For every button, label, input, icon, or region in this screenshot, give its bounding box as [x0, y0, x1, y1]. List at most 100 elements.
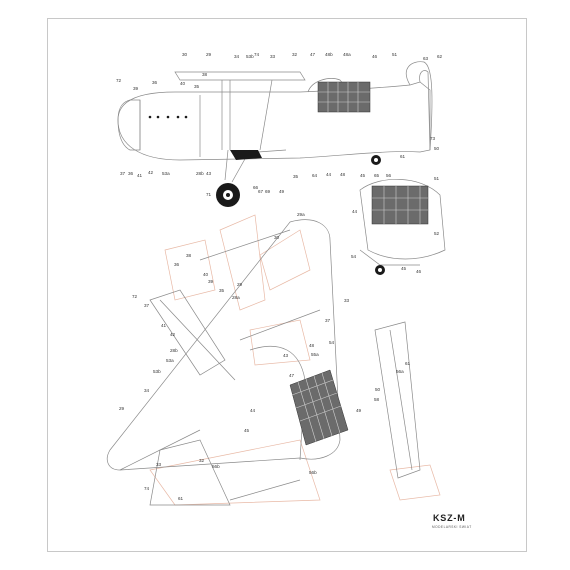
- plan-view-callout: 29: [119, 406, 125, 411]
- plan-view-callout: 30: [274, 235, 280, 240]
- side-view-callout: 36: [128, 171, 134, 176]
- side-view-panel-grid: [317, 81, 371, 113]
- plan-view-callout: 37: [144, 303, 150, 308]
- side-view-callout: 53a: [162, 171, 170, 176]
- side-view-callout: 42: [148, 170, 154, 175]
- side-view-callout: 38: [202, 72, 208, 77]
- detail-wheel: [375, 265, 385, 275]
- brand-logo: KSZ-M MODELARSKI SWIAT: [432, 513, 472, 529]
- side-view-callout: 36: [152, 80, 158, 85]
- side-view-callout: 54: [351, 254, 357, 259]
- plan-view-callout: 58: [374, 397, 380, 402]
- side-view-callout: 37: [120, 171, 126, 176]
- side-view: [117, 61, 433, 183]
- plan-view: [106, 219, 421, 506]
- side-view-callout: 48b: [325, 52, 333, 57]
- side-view-callout: 46: [416, 269, 422, 274]
- side-view-callout: 53b: [246, 54, 254, 59]
- plan-view-callout: 56b: [212, 464, 220, 469]
- side-view-callout: 50: [434, 146, 440, 151]
- side-view-callout: 62: [437, 54, 443, 59]
- side-view-callout: 35: [293, 174, 299, 179]
- plan-view-callout: 41: [161, 323, 167, 328]
- plan-view-callout: 74: [144, 486, 150, 491]
- side-view-callout: 28b: [196, 171, 204, 176]
- side-view-callout: 45: [360, 173, 366, 178]
- plan-view-callout: 50: [375, 387, 381, 392]
- side-view-callout: 71: [206, 192, 212, 197]
- side-view-callout: 64: [312, 173, 318, 178]
- plan-view-callout: 47: [289, 373, 295, 378]
- plan-view-callout: 35: [219, 288, 225, 293]
- side-view-callout: 47: [310, 52, 316, 57]
- plan-view-callout: 56a: [396, 369, 404, 374]
- plan-view-callout: 40: [203, 272, 209, 277]
- plan-view-callout: 29: [237, 282, 243, 287]
- side-view-callout: 40: [180, 81, 186, 86]
- side-view-callout: 44: [326, 172, 332, 177]
- plan-view-callout: 72: [132, 294, 138, 299]
- side-view-callout: 69: [265, 189, 271, 194]
- side-view-callout: 61: [400, 154, 406, 159]
- plan-view-callout: 33: [344, 298, 350, 303]
- plan-view-callout: 36: [174, 262, 180, 267]
- side-view-callout: 33: [270, 54, 276, 59]
- plan-view-callout: 53a: [166, 358, 174, 363]
- side-view-callout: 48a: [343, 52, 351, 57]
- tail-wheel: [371, 155, 381, 165]
- plan-view-callout: 33: [156, 462, 162, 467]
- plan-view-callout: 48: [309, 343, 315, 348]
- side-view-callout: 48: [340, 172, 346, 177]
- plan-view-callout: 42: [170, 332, 176, 337]
- side-view-callout: 65: [374, 173, 380, 178]
- fuselage-dots: [148, 115, 188, 119]
- plan-panel-grid: [289, 369, 349, 446]
- side-view-callout: 45: [401, 266, 407, 271]
- plan-view-callout: 55a: [311, 352, 319, 357]
- side-view-callout: 35: [194, 84, 200, 89]
- ghost-markings: [149, 214, 441, 506]
- plan-view-callout: 45: [244, 428, 250, 433]
- plan-view-callout: 28b: [170, 348, 178, 353]
- plan-view-callout: 49: [356, 408, 362, 413]
- plan-view-callout: 32: [199, 458, 205, 463]
- side-view-callout: 39: [133, 86, 139, 91]
- plan-view-callout: 28a: [232, 295, 240, 300]
- side-view-callout: 56: [386, 173, 392, 178]
- plan-view-callout: 29a: [297, 212, 305, 217]
- side-view-callout: 66: [253, 185, 259, 190]
- plan-view-callout: 34: [144, 388, 150, 393]
- side-view-callout: 49: [279, 189, 285, 194]
- side-view-callout: 41: [137, 173, 143, 178]
- side-view-callout: 29: [206, 52, 212, 57]
- brand-tagline: MODELARSKI SWIAT: [432, 525, 472, 529]
- side-view-callout: 67: [258, 189, 264, 194]
- brand-name: KSZ-M: [433, 513, 466, 523]
- main-wheel: [216, 183, 240, 207]
- paper-border: [47, 18, 527, 552]
- plan-view-callout: 61: [405, 361, 411, 366]
- side-view-callout: 74: [254, 52, 260, 57]
- side-view-callout: 51: [392, 52, 398, 57]
- side-view-callout: 34: [234, 54, 240, 59]
- plan-view-callout: 37: [325, 318, 331, 323]
- plan-view-callout: 61: [178, 496, 184, 501]
- side-view-callout: 52: [434, 231, 440, 236]
- side-view-callout: 32: [292, 52, 298, 57]
- plan-view-callout: 44: [250, 408, 256, 413]
- plan-view-callout: 43: [283, 353, 289, 358]
- side-view-callout: 44: [352, 209, 358, 214]
- plan-view-callout: 54: [329, 340, 335, 345]
- side-view-callout: 46: [372, 54, 378, 59]
- side-view-callout: 73: [430, 136, 436, 141]
- detail-panel-grid: [371, 185, 429, 225]
- plan-view-callout: 39: [208, 279, 214, 284]
- side-view-callout: 72: [116, 78, 122, 83]
- side-view-callout: 43: [206, 171, 212, 176]
- plan-view-callout: 38: [186, 253, 192, 258]
- side-view-callout: 63: [423, 56, 429, 61]
- side-view-callout: 51: [434, 176, 440, 181]
